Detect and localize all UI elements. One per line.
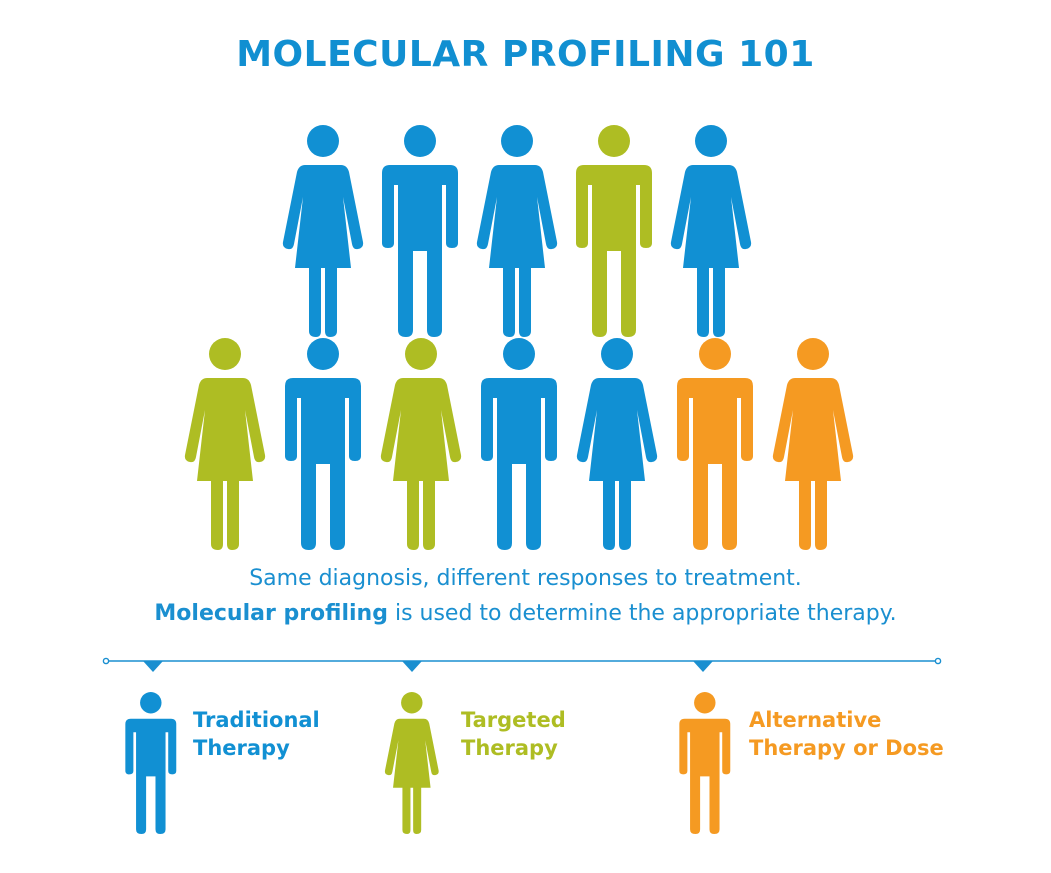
legend-traditional-line2: Therapy [193,736,290,760]
legend-alternative-label: Alternative Therapy or Dose [749,706,944,762]
legend-traditional-person-icon [125,692,177,835]
person-male-icon [677,338,753,550]
person-male-icon [382,125,458,337]
person-female-icon [282,125,364,337]
person-male-icon [285,338,361,550]
person-female-icon [670,125,752,337]
legend-alternative-line2: Therapy or Dose [749,736,944,760]
person-male-icon [576,125,652,337]
legend-targeted-label: Targeted Therapy [461,706,566,762]
person-female-icon [380,338,462,550]
legend-targeted-line1: Targeted [461,708,566,732]
page-title: MOLECULAR PROFILING 101 [236,34,815,75]
person-female-icon [476,125,558,337]
person-female-icon [576,338,658,550]
legend-connector-line [102,657,942,672]
caption-line-2-text: is used to determine the appropriate the… [387,601,897,626]
person-male-icon [481,338,557,550]
caption-bold-term: Molecular profiling [154,601,388,626]
caption-line-1-text: Same diagnosis, different responses to t… [249,566,802,591]
legend-traditional-line1: Traditional [193,708,320,732]
person-female-icon [772,338,854,550]
legend-alternative-person-icon [679,692,731,835]
legend-targeted-person-icon [384,692,439,835]
legend-alternative-line1: Alternative [749,708,882,732]
caption-line-1: Same diagnosis, different responses to t… [0,566,1051,591]
person-female-icon [184,338,266,550]
caption-line-2: Molecular profiling is used to determine… [0,601,1051,626]
legend-traditional-label: Traditional Therapy [193,706,320,762]
legend-targeted-line2: Therapy [461,736,558,760]
